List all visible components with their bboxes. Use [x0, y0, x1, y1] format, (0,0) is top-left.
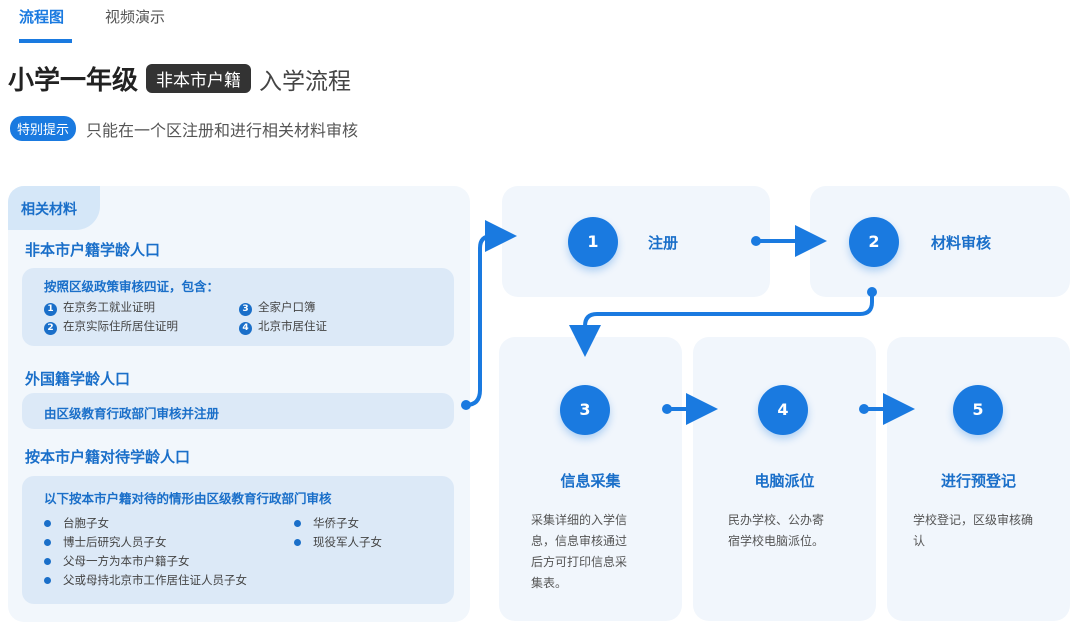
title-badge: 非本市户籍: [146, 64, 252, 93]
item-text: 在京实际住所居住证明: [63, 319, 178, 333]
notice-pill: 特别提示: [10, 116, 77, 141]
list-item: 4 北京市居住证: [239, 318, 432, 335]
step-desc-5: 学校登记，区级审核确认: [913, 513, 1034, 548]
section-heading: 非本市户籍学龄人口: [25, 241, 161, 259]
list-item: 台胞子女: [44, 515, 294, 531]
step-number-5: 5: [953, 385, 1003, 435]
step-number-4: 4: [758, 385, 808, 435]
step-number-1: 1: [568, 217, 618, 267]
bullet-icon: [44, 539, 51, 546]
step-number-2: 2: [849, 217, 899, 267]
tab-video[interactable]: 视频演示: [105, 8, 166, 26]
step-title-1: 注册: [648, 234, 679, 252]
page-title: 小学一年级 非本市户籍 入学流程: [8, 60, 351, 97]
list-item: 3 全家户口簿: [239, 299, 432, 316]
box-title: 按照区级政策审核四证，包含：: [44, 279, 220, 294]
item-text: 父母一方为本市户籍子女: [63, 554, 190, 568]
bullet-icon: [294, 520, 301, 527]
active-tab-indicator: [19, 39, 72, 43]
step-card-4: [693, 337, 876, 621]
bullet-icon: [44, 558, 51, 565]
notice-text: 只能在一个区注册和进行相关材料审核: [86, 120, 359, 140]
step-title-5: 进行预登记: [940, 472, 1016, 490]
connector-materials-to-1: [464, 220, 517, 407]
step-title-4: 电脑派位: [754, 472, 815, 490]
section-box: 以下按本市户籍对待的情形由区级教育行政部门审核 台胞子女 华侨子女 博士后研究人…: [22, 476, 454, 604]
number-badge-icon: 3: [239, 303, 252, 316]
list-item: 2 在京实际住所居住证明: [44, 318, 239, 335]
step-title-3: 信息采集: [560, 472, 621, 490]
section-heading: 按本市户籍对待学龄人口: [25, 448, 191, 466]
section-box: 由区级教育行政部门审核并注册: [22, 393, 454, 429]
bullet-icon: [44, 577, 51, 584]
step-card-5: [887, 337, 1070, 621]
bullet-icon: [44, 520, 51, 527]
number-badge-icon: 4: [239, 322, 252, 335]
item-text: 华侨子女: [313, 516, 359, 530]
bullet-icon: [294, 539, 301, 546]
step-card-3: [499, 337, 682, 621]
section-box: 按照区级政策审核四证，包含： 1 在京务工就业证明 3 全家户口簿 2 在京实际住所居…: [22, 268, 454, 346]
step-desc-3: 采集详细的入学信息，信息审核通过后方可打印信息采集表。: [531, 513, 628, 590]
list-item: 博士后研究人员子女: [44, 534, 294, 550]
list-item: 父或母持北京市工作居住证人员子女: [44, 572, 432, 588]
item-text: 父或母持北京市工作居住证人员子女: [63, 573, 247, 587]
materials-tab: 相关材料: [8, 186, 100, 230]
connector-2-to-3: [569, 290, 874, 357]
list-item: 1 在京务工就业证明: [44, 299, 239, 316]
step-desc-4: 民办学校、公办寄宿学校电脑派位。: [728, 513, 825, 548]
box-title: 以下按本市户籍对待的情形由区级教育行政部门审核: [44, 491, 332, 506]
tab-flowchart[interactable]: 流程图: [19, 8, 65, 26]
item-text: 全家户口簿: [258, 300, 316, 314]
item-text: 博士后研究人员子女: [63, 535, 167, 549]
item-text: 现役军人子女: [313, 535, 382, 549]
step-card-1: [502, 186, 770, 297]
item-text: 在京务工就业证明: [63, 300, 155, 314]
title-rest: 入学流程: [259, 68, 352, 95]
section-heading: 外国籍学龄人口: [25, 370, 131, 388]
title-main: 小学一年级: [8, 66, 139, 96]
item-text: 台胞子女: [63, 516, 109, 530]
list-item: 现役军人子女: [294, 534, 432, 550]
number-badge-icon: 1: [44, 303, 57, 316]
box-title: 由区级教育行政部门审核并注册: [44, 406, 220, 421]
list-item: 华侨子女: [294, 515, 432, 531]
step-title-2: 材料审核: [931, 234, 992, 252]
notice: 特别提示 只能在一个区注册和进行相关材料审核: [10, 116, 358, 141]
item-text: 北京市居住证: [258, 319, 327, 333]
list-item: 父母一方为本市户籍子女: [44, 553, 294, 569]
step-number-3: 3: [560, 385, 610, 435]
materials-panel: 相关材料 非本市户籍学龄人口 按照区级政策审核四证，包含： 1 在京务工就业证明 …: [8, 186, 470, 622]
number-badge-icon: 2: [44, 322, 57, 335]
